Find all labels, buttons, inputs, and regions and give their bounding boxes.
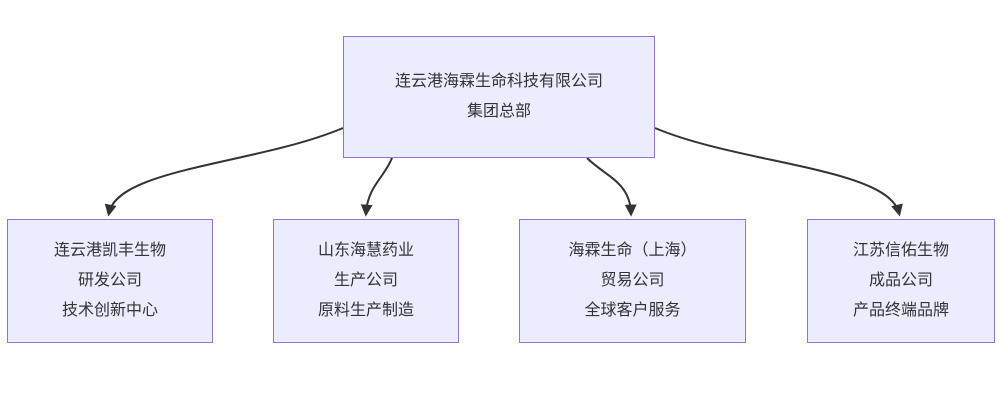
org-node-child-2-desc: 原料生产制造 bbox=[317, 302, 414, 319]
org-node-child-1-role: 研发公司 bbox=[77, 272, 142, 289]
org-node-child-2-role: 生产公司 bbox=[333, 272, 398, 289]
org-node-child-3-role: 贸易公司 bbox=[600, 272, 665, 289]
edge-root-to-child-2 bbox=[360, 157, 393, 217]
org-node-child-4-name: 江苏信佑生物 bbox=[852, 242, 949, 259]
org-node-root-subtitle: 集团总部 bbox=[466, 103, 531, 120]
org-node-root-title: 连云港海霖生命科技有限公司 bbox=[394, 73, 603, 90]
org-node-child-1-desc: 技术创新中心 bbox=[61, 302, 158, 319]
org-node-child-3-desc: 全球客户服务 bbox=[584, 302, 681, 319]
edge-root-to-child-4 bbox=[654, 127, 903, 217]
org-node-child-3: 海霖生命（上海） 贸易公司 全球客户服务 bbox=[519, 219, 746, 343]
org-node-child-4: 江苏信佑生物 成品公司 产品终端品牌 bbox=[807, 219, 995, 343]
org-node-child-4-role: 成品公司 bbox=[868, 272, 933, 289]
org-node-child-4-desc: 产品终端品牌 bbox=[852, 302, 949, 319]
org-node-child-1: 连云港凯丰生物 研发公司 技术创新中心 bbox=[7, 219, 213, 343]
org-node-root: 连云港海霖生命科技有限公司 集团总部 bbox=[343, 36, 655, 158]
org-node-child-2-name: 山东海慧药业 bbox=[317, 242, 414, 259]
org-node-child-1-name: 连云港凯丰生物 bbox=[53, 242, 166, 259]
org-node-child-2: 山东海慧药业 生产公司 原料生产制造 bbox=[273, 219, 459, 343]
org-node-child-3-name: 海霖生命（上海） bbox=[568, 242, 697, 259]
edge-root-to-child-1 bbox=[104, 127, 344, 217]
edge-root-to-child-3 bbox=[586, 157, 637, 217]
